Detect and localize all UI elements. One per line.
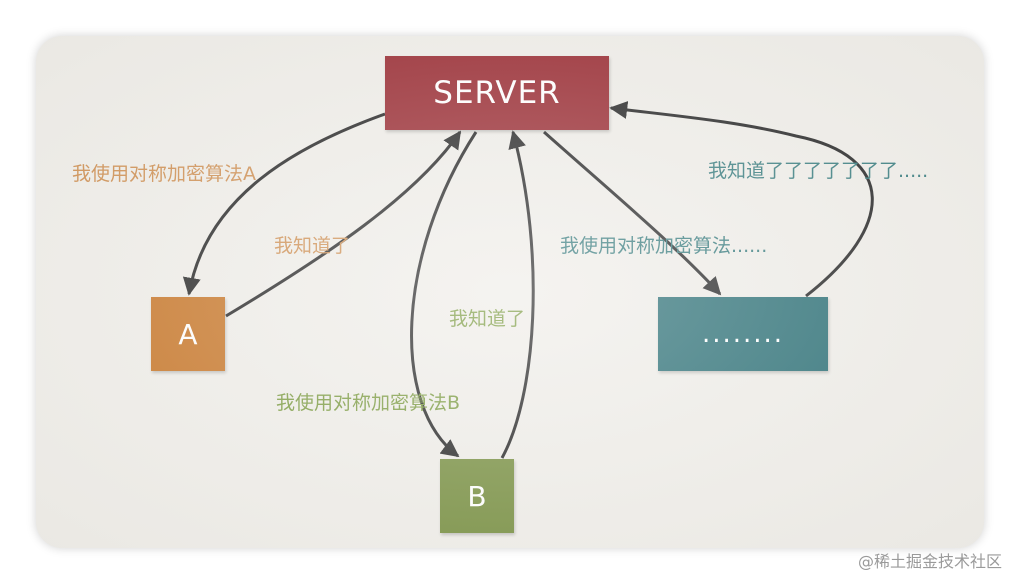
arrow-server-to-other bbox=[543, 130, 722, 296]
diagram-card: SERVER A B ........ 我使用对称加密算法A 我知道了 我知道了… bbox=[36, 36, 984, 548]
server-node: SERVER bbox=[385, 56, 609, 130]
arrow-b-to-server bbox=[500, 130, 535, 459]
client-b-node: B bbox=[440, 459, 514, 533]
watermark: @稀土掘金技术社区 bbox=[857, 552, 1002, 571]
arrow-a-to-server bbox=[225, 130, 462, 318]
label-other-request: 我使用对称加密算法...... bbox=[560, 235, 768, 257]
label-a-ack: 我知道了 bbox=[274, 235, 351, 257]
arrow-server-to-a bbox=[182, 112, 386, 296]
arrow-other-to-server bbox=[609, 101, 874, 298]
label-b-request: 我使用对称加密算法B bbox=[276, 392, 461, 414]
label-a-request: 我使用对称加密算法A bbox=[72, 163, 256, 185]
label-other-ack: 我知道了了了了了了了..... bbox=[708, 160, 929, 182]
arrow-layer bbox=[182, 101, 874, 459]
arrow-server-to-b bbox=[410, 131, 478, 458]
client-other-node: ........ bbox=[658, 297, 828, 371]
label-b-ack: 我知道了 bbox=[449, 308, 526, 330]
client-a-node: A bbox=[151, 297, 225, 371]
